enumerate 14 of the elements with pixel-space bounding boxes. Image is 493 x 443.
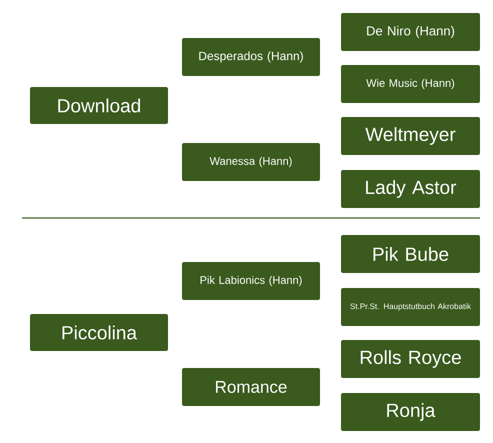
name-box: Romance	[182, 368, 320, 406]
name-box: Lady Astor	[341, 170, 480, 208]
name-box: Weltmeyer	[341, 117, 480, 155]
name-box: Ronja	[341, 393, 480, 431]
name-box: Wie Music (Hann)	[341, 65, 480, 103]
name-box: De Niro (Hann)	[341, 13, 480, 51]
name-box: Piccolina	[30, 314, 168, 351]
name-box: Pik Bube	[341, 235, 480, 273]
name-box: Download	[30, 87, 168, 124]
name-box: Desperados (Hann)	[182, 38, 320, 76]
name-box: St.Pr.St. Hauptstutbuch Akrobatik	[341, 288, 480, 326]
name-box: Rolls Royce	[341, 340, 480, 378]
name-box: Wanessa (Hann)	[182, 143, 320, 181]
name-box: Pik Labionics (Hann)	[182, 262, 320, 300]
